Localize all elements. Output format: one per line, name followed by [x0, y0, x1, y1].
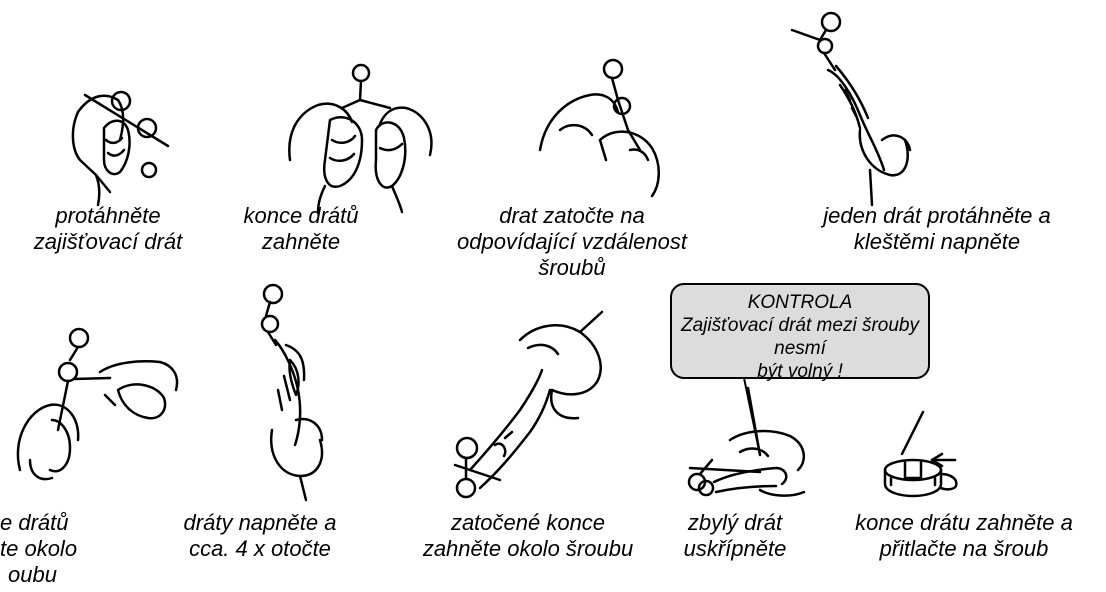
- callout-title: KONTROLA: [672, 291, 928, 314]
- pliers-bending-ends-icon: [455, 312, 602, 497]
- callout-line-2: být volný !: [672, 360, 928, 383]
- step-5-caption: e drátů te okolo oubu: [0, 510, 100, 588]
- step-4-caption: jeden drát protáhněte a kleštěmi napněte: [792, 203, 1082, 255]
- step-2-caption: konce drátů zahněte: [226, 203, 376, 255]
- kontrola-callout: KONTROLA Zajišťovací drát mezi šrouby ne…: [670, 283, 930, 379]
- hands-bending-wire-icon: [289, 65, 431, 212]
- hands-threading-wire-icon: [73, 92, 168, 205]
- callout-line-1: Zajišťovací drát mezi šrouby nesmí: [672, 314, 928, 360]
- pliers-tensioning-icon: [792, 13, 910, 205]
- screw-head-wire-icon: [885, 412, 956, 496]
- step-9-caption: konce drátu zahněte a přitlačte na šroub: [826, 510, 1102, 562]
- step-6-caption: dráty napněte a cca. 4 x otočte: [155, 510, 365, 562]
- hands-bending-around-screw-icon: [18, 329, 177, 479]
- step-1-caption: protáhněte zajišťovací drát: [18, 203, 198, 255]
- step-3-caption: drat zatočte na odpovídající vzdálenost …: [422, 203, 722, 281]
- step-8-caption: zbylý drát uskřípněte: [660, 510, 810, 562]
- step-7-caption: zatočené konce zahněte okolo šroubu: [398, 510, 658, 562]
- pliers-twisting-icon: [262, 285, 322, 500]
- hands-twisting-wire-icon: [540, 60, 659, 196]
- callout-pointer: [744, 378, 760, 455]
- pliers-cutting-icon: [689, 388, 804, 496]
